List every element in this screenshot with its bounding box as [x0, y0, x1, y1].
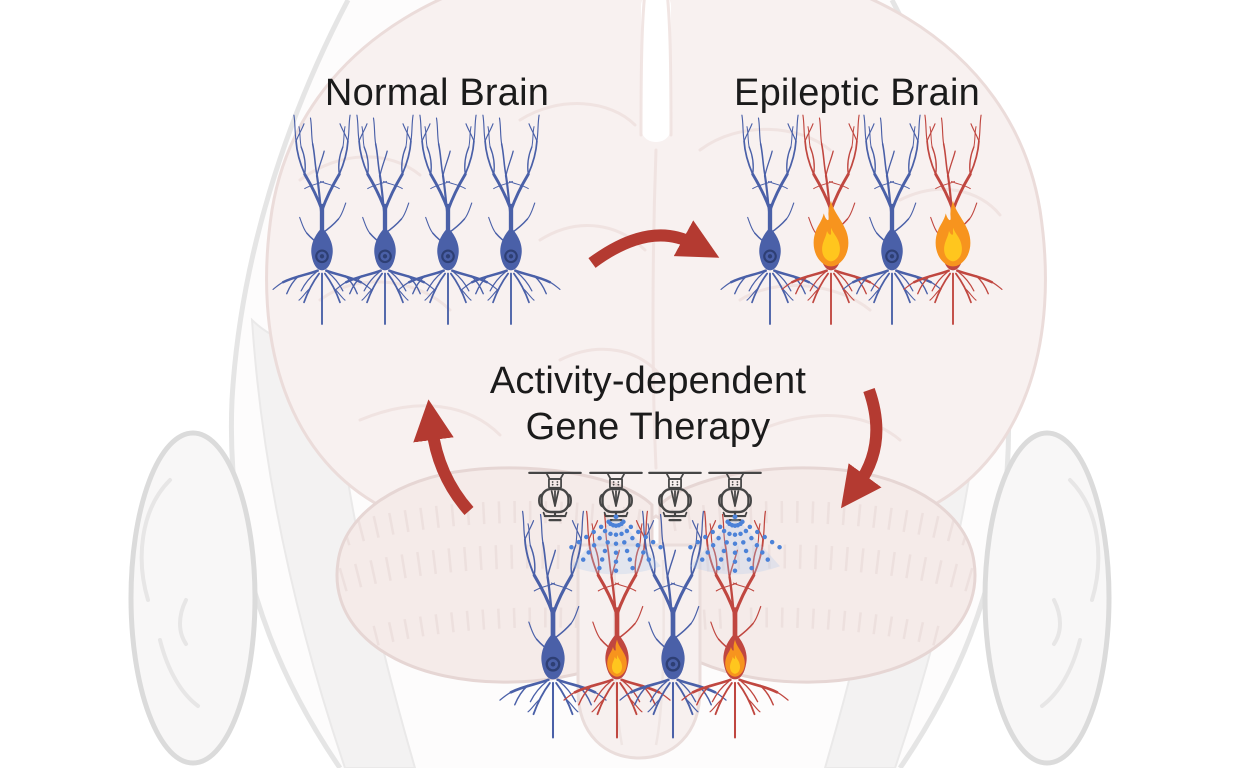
gene-therapy-label: Activity-dependent Gene Therapy: [448, 358, 848, 450]
sprinkler-icon: [528, 471, 582, 522]
arrow-normal-to-epileptic: [588, 220, 720, 268]
flame-icon: [813, 200, 849, 267]
healthy-neuron-icon: [336, 115, 434, 324]
healthy-neuron-icon: [399, 115, 497, 324]
arrow-epileptic-to-therapy: [841, 388, 883, 509]
healthy-neuron-icon: [721, 115, 819, 324]
longitudinal-fissure: [641, 0, 671, 142]
brain-midline: [651, 148, 658, 470]
normal-brain-label: Normal Brain: [324, 72, 550, 114]
spray-droplets-icon: [684, 516, 787, 579]
ear-left: [128, 430, 258, 766]
sprinkler-icon: [708, 471, 762, 522]
head-edge-left: [228, 0, 351, 768]
sprinkler-icon: [648, 471, 702, 522]
epileptic-brain-label: Epileptic Brain: [734, 72, 980, 114]
gene-therapy-label-line1: Activity-dependent: [489, 360, 807, 402]
sprinkler-icon: [589, 471, 643, 522]
arrow-therapy-to-normal: [413, 399, 474, 515]
cerebrum: [265, 0, 1047, 544]
ear-right: [982, 430, 1112, 766]
gene-therapy-label-line2: Gene Therapy: [525, 406, 771, 448]
healthy-neuron-icon: [462, 115, 560, 324]
flame-icon: [935, 200, 971, 267]
cycle-arrows: [413, 220, 883, 515]
healthy-neuron-icon: [273, 115, 371, 324]
healthy-neuron-icon: [843, 115, 941, 324]
